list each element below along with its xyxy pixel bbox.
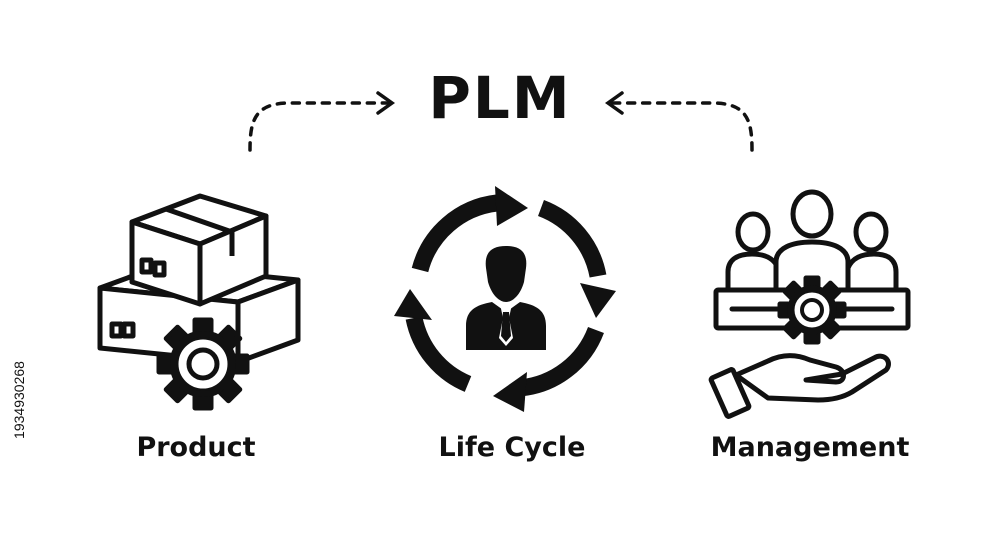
stock-id-label: 1934930268 <box>2 300 36 500</box>
product-label: Product <box>136 432 256 463</box>
cycle-person-icon <box>394 186 616 412</box>
team-gear-hand-icon <box>708 189 911 419</box>
stock-id-text: 1934930268 <box>11 361 27 439</box>
boxes-gear-icon <box>97 193 301 408</box>
management-label: Management <box>710 432 910 463</box>
life-cycle-label: Life Cycle <box>438 432 586 463</box>
dashed-arrow-left-icon <box>604 91 754 152</box>
dashed-arrow-right-icon <box>248 91 396 152</box>
diagram-title: PLM <box>428 64 572 132</box>
